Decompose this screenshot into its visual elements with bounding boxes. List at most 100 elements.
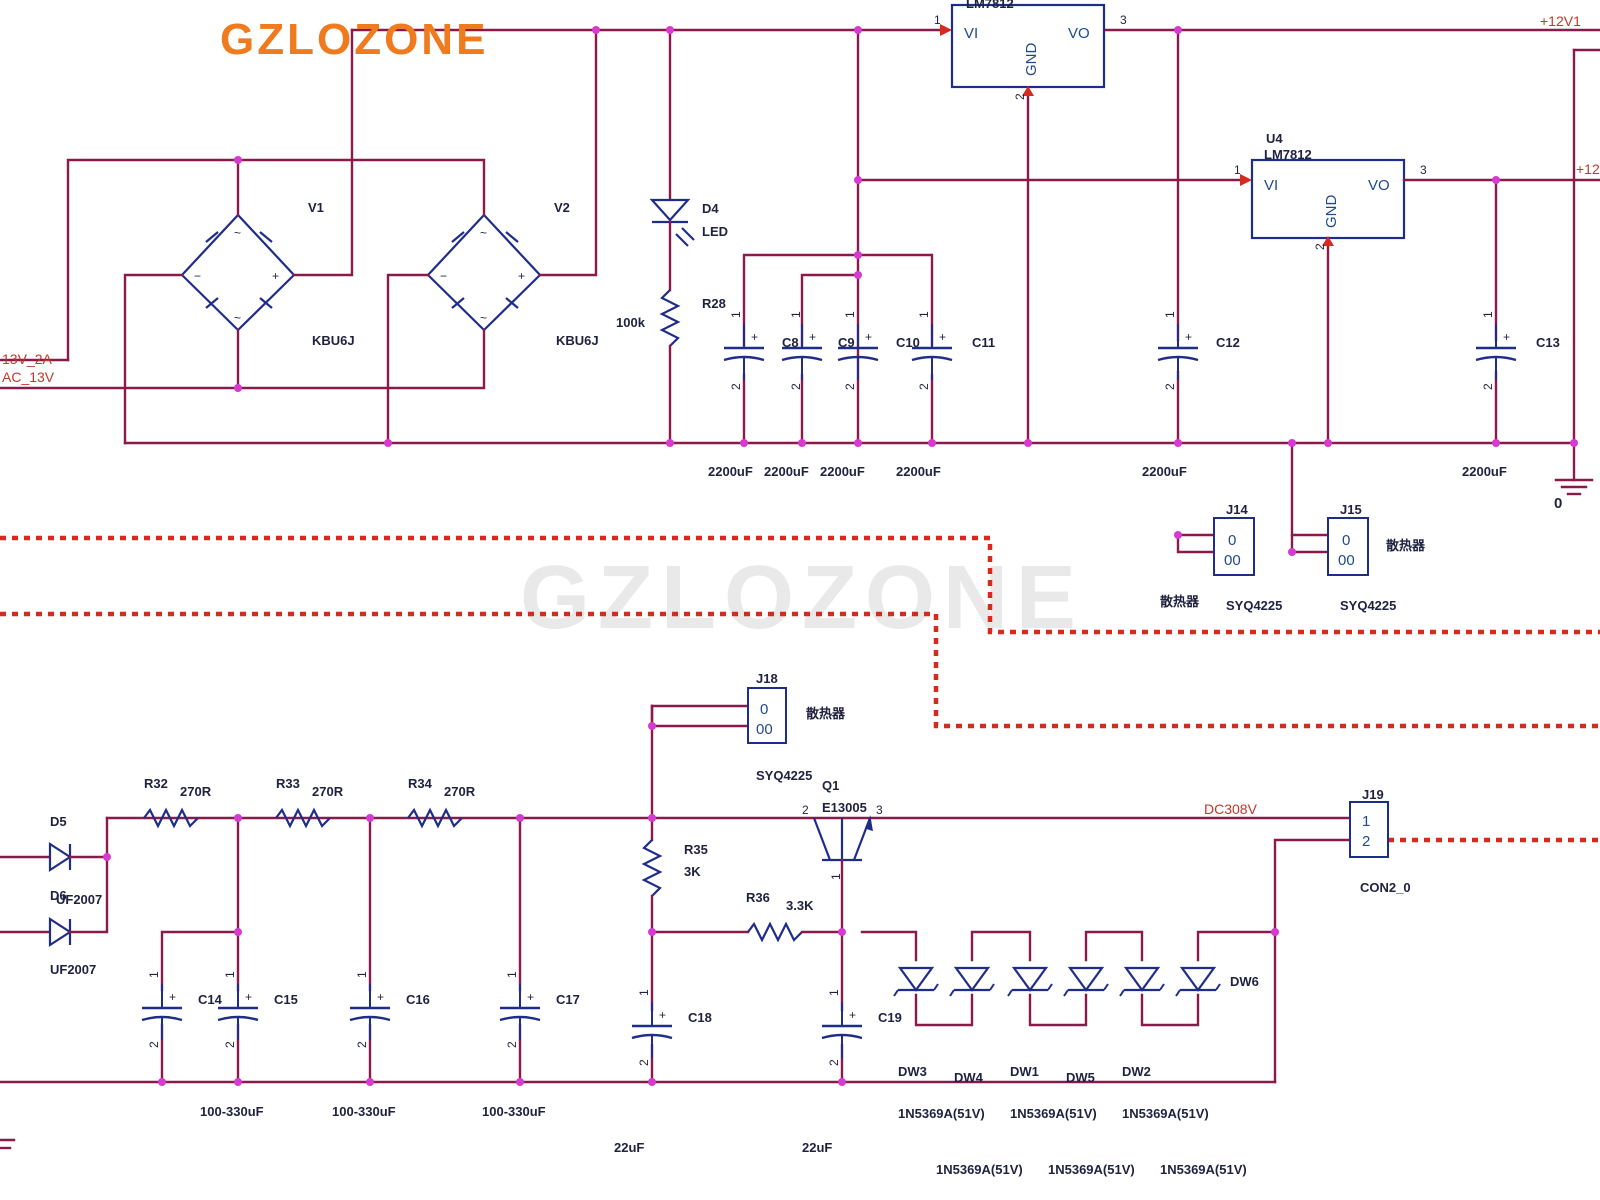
svg-text:2: 2 [843,383,857,390]
dw2-ref: DW2 [1122,1064,1151,1079]
svg-text:1: 1 [843,311,857,318]
j19-ref: J19 [1362,787,1384,802]
bridge-rectifier-v1: ~ ~ − + [180,213,296,332]
j15-pin: 0 [1342,532,1350,549]
power-supply-section: ~ ~ − + ~ ~ − + [0,0,1600,613]
zener-diode-icon [1174,966,1222,998]
u4-pin-vo-label: VO [1368,177,1390,194]
j18-pin: 00 [756,721,773,738]
r34-ref: R34 [408,776,433,791]
svg-text:2: 2 [355,1041,369,1048]
r28-value: 100k [616,315,646,330]
svg-text:1: 1 [1234,163,1241,177]
r33-value: 270R [312,784,344,799]
c18-ref: C18 [688,1010,712,1025]
d5-type: UF2007 [56,892,102,907]
u4-name: LM7812 [1264,147,1312,162]
r32-value: 270R [180,784,212,799]
zener-diode-icon [948,966,996,998]
arrow-icon [940,24,952,36]
j19-pin: 1 [1362,813,1370,830]
svg-text:+: + [272,269,279,283]
j14-pin: 00 [1224,552,1241,569]
d4-type: LED [702,224,728,239]
j14-ref: J14 [1226,502,1248,517]
led-d4-icon [649,198,695,247]
u4-pin-gnd-label: GND [1323,195,1340,229]
output-12v2-label: +12 [1576,161,1600,177]
svg-text:~: ~ [480,311,487,325]
v1-ref: V1 [308,200,324,215]
resistor-r28-icon [659,289,681,347]
svg-text:2: 2 [1313,243,1327,250]
svg-text:1: 1 [637,989,651,996]
u-top-name: LM7812 [966,0,1014,11]
zener-diode-icon [1062,966,1110,998]
svg-text:~: ~ [234,311,241,325]
svg-text:1: 1 [1481,311,1495,318]
j19-pin: 2 [1362,833,1370,850]
pin-vo-label: VO [1068,25,1090,42]
capacitor-icon [722,322,766,382]
c17-ref: C17 [556,992,580,1007]
svg-text:1: 1 [934,13,941,27]
syq-label: SYQ4225 [1340,598,1396,613]
diode-d5-icon [48,841,73,873]
zener-diode-icon [1118,966,1166,998]
svg-text:~: ~ [480,226,487,240]
c11-ref: C11 [972,335,995,350]
svg-text:2: 2 [789,383,803,390]
r34-value: 270R [444,784,476,799]
connector-j19 [1349,801,1389,858]
heatsink-label: 散热器 [1386,538,1426,553]
r35-value: 3K [684,864,701,879]
u4-pin-vi-label: VI [1264,177,1278,194]
c10-ref: C10 [896,335,920,350]
svg-text:1: 1 [789,311,803,318]
bridge-rectifier-v2: ~ ~ − + [426,213,542,332]
capacitor-icon [820,1000,864,1060]
d6-type: UF2007 [50,962,96,977]
c9-ref: C9 [838,335,855,350]
cap-range-label: 100-330uF [332,1104,396,1119]
pin-vi-label: VI [964,25,978,42]
j18-ref: J18 [756,671,778,686]
c15-ref: C15 [274,992,298,1007]
cap-range-label: 100-330uF [200,1104,264,1119]
hv-section: J18 0 00 散热器 SYQ4225 Q1 E13005 2 3 1 DC3… [0,671,1411,1177]
svg-text:1: 1 [829,873,843,880]
section-separator [0,535,1600,843]
r28-ref: R28 [702,296,726,311]
dw1-ref: DW1 [1010,1064,1039,1079]
svg-text:1: 1 [827,989,841,996]
svg-text:2: 2 [729,383,743,390]
svg-text:1: 1 [505,971,519,978]
d4-ref: D4 [702,201,719,216]
zener-diode-icon [892,966,940,998]
junction-dots [103,722,1279,1086]
capacitor-icon [910,322,954,382]
svg-text:+: + [518,269,525,283]
dc-voltage-label: DC308V [1204,801,1258,817]
resistor-r35-icon [641,839,663,897]
pin-gnd-label: GND [1023,43,1040,77]
zener-type-label: 1N5369A(51V) [1122,1106,1209,1121]
cap-value-label: 2200uF [764,464,809,479]
c16-ref: C16 [406,992,430,1007]
c14-ref: C14 [198,992,223,1007]
connector-j15 [1327,517,1369,576]
svg-text:2: 2 [223,1041,237,1048]
capacitor-icon [140,982,184,1042]
capacitor-icon [498,982,542,1042]
heatsink-label: 散热器 [806,706,846,721]
cap-value-label: 2200uF [820,464,865,479]
arrow-icon [1322,236,1334,246]
j15-ref: J15 [1340,502,1362,517]
arrow-icon [1022,86,1034,96]
connector-j18 [747,687,787,744]
svg-text:−: − [194,269,201,283]
arrow-icon [1240,174,1252,186]
svg-text:2: 2 [827,1059,841,1066]
capacitor-icon [1474,322,1518,382]
